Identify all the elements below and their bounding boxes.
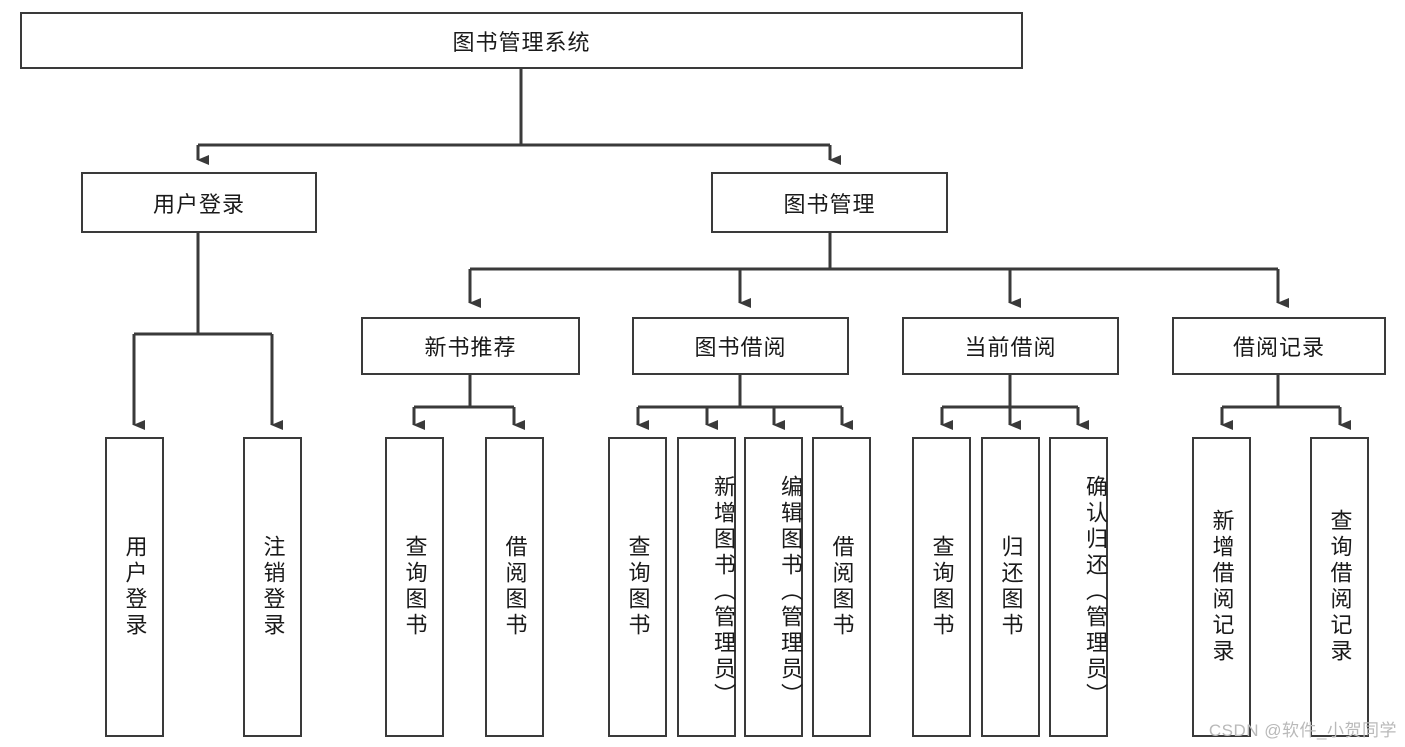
node-label: 编辑图书（管理员）	[778, 475, 803, 709]
leaf-add-book-admin[interactable]: 新增图书（管理员）	[677, 437, 736, 737]
node-label: 新增图书（管理员）	[711, 475, 736, 709]
node-label: 归还图书	[998, 535, 1024, 639]
csdn-watermark: CSDN @软件_小贺同学	[1208, 721, 1397, 740]
node-new-book-recommend[interactable]: 新书推荐	[361, 317, 580, 375]
node-current-borrow[interactable]: 当前借阅	[902, 317, 1119, 375]
leaf-borrow-book[interactable]: 借阅图书	[812, 437, 871, 737]
leaf-borrow-book-recommend[interactable]: 借阅图书	[485, 437, 544, 737]
leaf-return-book[interactable]: 归还图书	[981, 437, 1040, 737]
leaf-query-book-borrow[interactable]: 查询图书	[608, 437, 667, 737]
node-label: 图书管理系统	[452, 29, 591, 55]
node-label: 借阅记录	[1232, 335, 1325, 360]
node-book-management[interactable]: 图书管理	[711, 172, 948, 233]
leaf-edit-book-admin[interactable]: 编辑图书（管理员）	[744, 437, 803, 737]
node-label: 新书推荐	[424, 335, 517, 360]
node-user-login[interactable]: 用户登录	[81, 172, 317, 233]
leaf-add-borrow-record[interactable]: 新增借阅记录	[1192, 437, 1251, 737]
node-label: 查询图书	[625, 535, 651, 639]
node-label: 查询图书	[929, 535, 955, 639]
node-borrow-record[interactable]: 借阅记录	[1172, 317, 1386, 375]
node-label: 查询借阅记录	[1327, 509, 1353, 665]
node-label: 图书管理	[783, 191, 876, 217]
node-root-book-management-system[interactable]: 图书管理系统	[20, 12, 1023, 69]
node-label: 查询图书	[402, 535, 428, 639]
leaf-logout[interactable]: 注销登录	[243, 437, 302, 737]
leaf-query-borrow-record[interactable]: 查询借阅记录	[1310, 437, 1369, 737]
node-label: 借阅图书	[829, 535, 855, 639]
node-book-borrow[interactable]: 图书借阅	[632, 317, 849, 375]
leaf-query-book-recommend[interactable]: 查询图书	[385, 437, 444, 737]
node-label: 注销登录	[260, 535, 286, 639]
leaf-query-book-current[interactable]: 查询图书	[912, 437, 971, 737]
node-label: 新增借阅记录	[1209, 509, 1235, 665]
node-label: 图书借阅	[694, 335, 787, 360]
node-label: 确认归还（管理员）	[1083, 475, 1108, 709]
node-label: 当前借阅	[964, 335, 1057, 360]
node-label: 用户登录	[152, 191, 245, 217]
node-label: 借阅图书	[502, 535, 528, 639]
node-label: 用户登录	[122, 535, 148, 639]
leaf-user-login[interactable]: 用户登录	[105, 437, 164, 737]
leaf-confirm-return-admin[interactable]: 确认归还（管理员）	[1049, 437, 1108, 737]
